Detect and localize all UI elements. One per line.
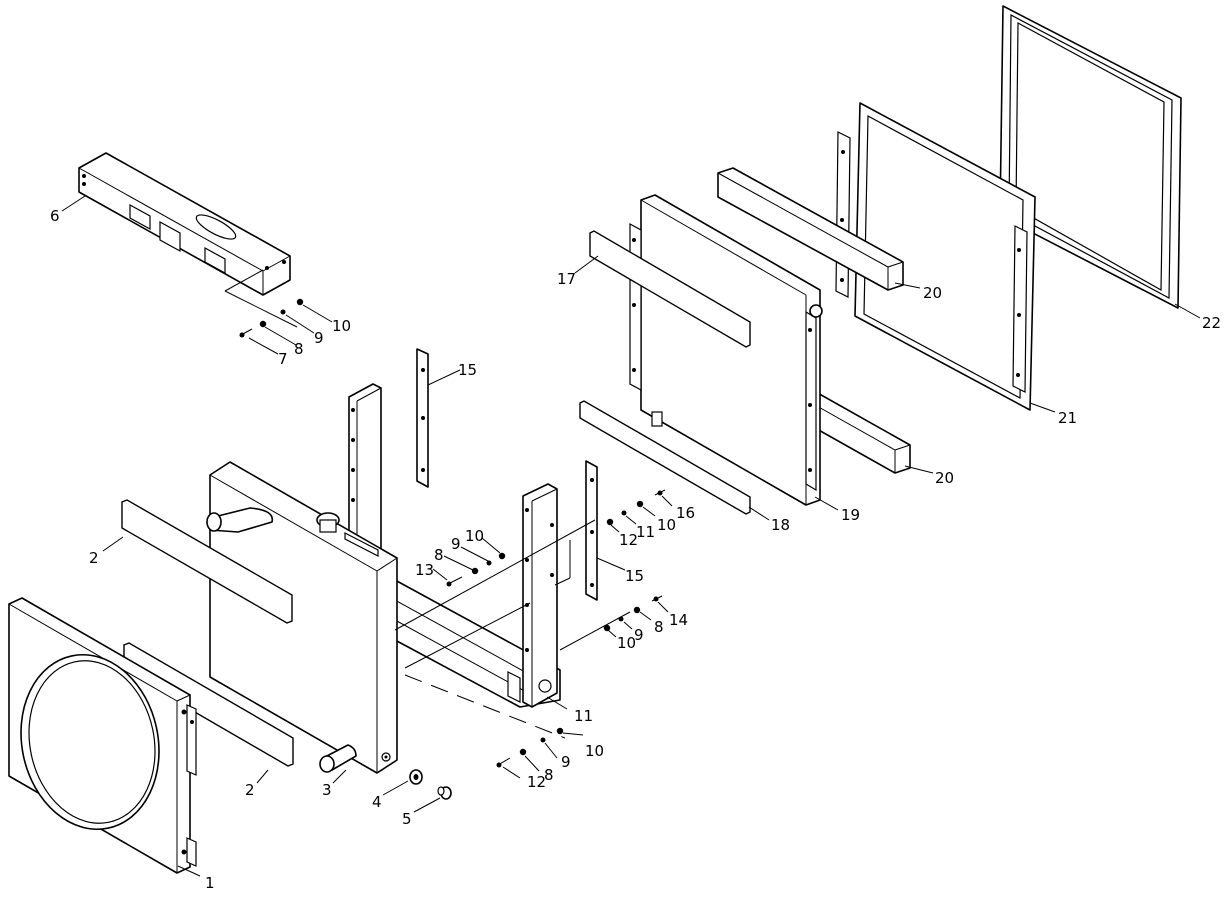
label-1: 1: [205, 874, 215, 892]
label-10-top: 10: [332, 317, 351, 335]
label-14: 14: [669, 611, 688, 629]
label-12-right: 12: [619, 531, 638, 549]
part-17-top-strip: [589, 230, 751, 348]
hardware-cluster-top: [239, 298, 304, 338]
hardware-cluster-middle-left: [446, 552, 506, 587]
label-10-lower-right: 10: [617, 634, 636, 652]
label-16: 16: [676, 504, 695, 522]
label-9-lower-right: 9: [634, 626, 644, 644]
label-20-bottom: 20: [935, 469, 954, 487]
label-11-right: 11: [636, 523, 655, 541]
callout-labels: 1 2 2 3 4 5 6 7 8 9 10 8 9 10 13 11 12 1…: [50, 207, 1221, 892]
hardware-cluster-middle-right: [606, 489, 666, 526]
label-9-top: 9: [314, 329, 324, 347]
part-18-bottom-strip: [579, 400, 751, 515]
main-radiator: [206, 461, 398, 774]
label-3: 3: [322, 781, 332, 799]
part-1-fan-shroud: [8, 597, 197, 874]
assembly-lines: [224, 269, 631, 739]
part-4-washer: [409, 769, 423, 785]
part-15-strip-right: [585, 460, 598, 601]
part-15-strip-left: [416, 348, 429, 488]
label-10-middle: 10: [465, 527, 484, 545]
label-8-lower-right: 8: [654, 618, 664, 636]
label-19: 19: [841, 506, 860, 524]
part-5-plug: [437, 786, 452, 800]
label-10-right: 10: [657, 516, 676, 534]
part-22-seal-frame: [999, 5, 1182, 309]
label-4: 4: [372, 793, 382, 811]
label-8-bottom: 8: [544, 766, 554, 784]
label-9-middle: 9: [451, 535, 461, 553]
label-8-top: 8: [294, 340, 304, 358]
label-15-left: 15: [458, 361, 477, 379]
part-11-upright-support-right: [522, 483, 558, 708]
callout-leaders: [61, 195, 1201, 877]
label-9-bottom: 9: [561, 753, 571, 771]
label-13: 13: [415, 561, 434, 579]
label-12-bottom: 12: [527, 773, 546, 791]
label-8-middle: 8: [434, 546, 444, 564]
label-15-right: 15: [625, 567, 644, 585]
part-2-upper-strip: [121, 499, 293, 624]
label-18: 18: [771, 516, 790, 534]
label-21: 21: [1058, 409, 1077, 427]
label-17: 17: [557, 270, 576, 288]
part-21-back-frame: [835, 102, 1036, 411]
label-11-lower: 11: [574, 707, 593, 725]
label-7: 7: [278, 350, 288, 368]
label-20-top: 20: [923, 284, 942, 302]
label-2-lower: 2: [245, 781, 255, 799]
label-5: 5: [402, 810, 412, 828]
label-10-bottom: 10: [585, 742, 604, 760]
part-6-top-bracket: [78, 152, 291, 296]
hardware-cluster-bottom: [496, 727, 564, 768]
label-22: 22: [1202, 314, 1221, 332]
label-2-upper: 2: [89, 549, 99, 567]
label-6: 6: [50, 207, 60, 225]
